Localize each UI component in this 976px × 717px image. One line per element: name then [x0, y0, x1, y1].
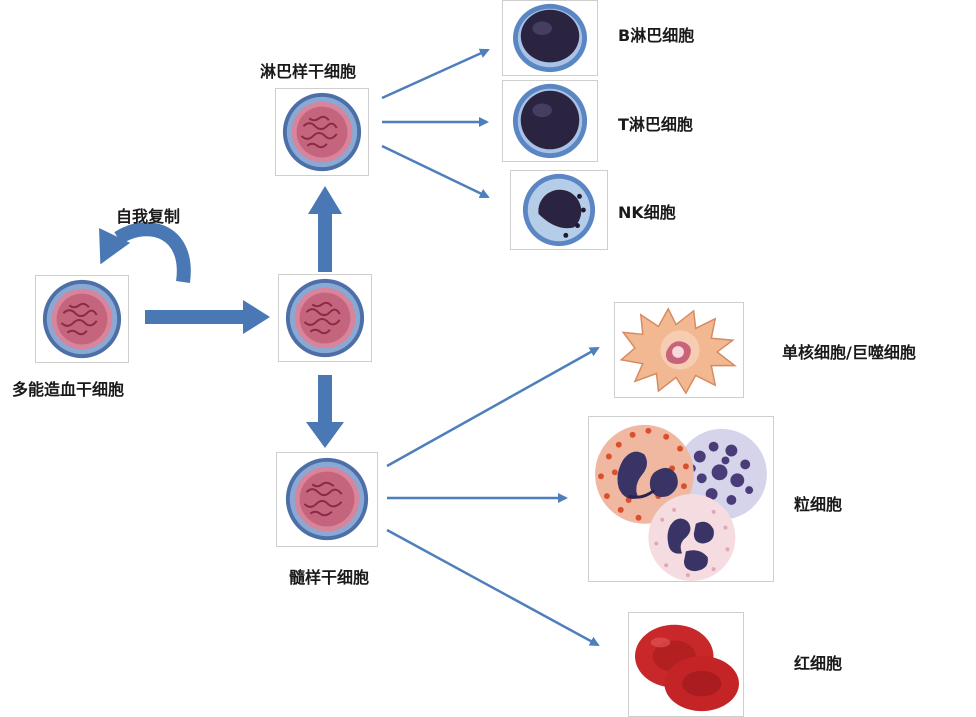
erythrocyte-image [628, 612, 744, 717]
self-renewal-arrow [114, 222, 191, 283]
myeloid-stem-cell-image [276, 452, 378, 547]
lymphoid-stem-label: 淋巴样干细胞 [260, 62, 357, 81]
lymphoid-to-nk-arrow [381, 144, 490, 199]
hsc-label: 多能造血干细胞 [12, 380, 125, 399]
monocyte-label: 单核细胞/巨噬细胞 [782, 343, 916, 362]
lymphoid-to-b-arrow [381, 48, 490, 100]
myeloid-to-monocyte-arrow [386, 346, 600, 468]
granulocyte-image [588, 416, 774, 582]
t-cell-label: T淋巴细胞 [618, 115, 693, 134]
myeloid-to-erythrocyte-arrow [386, 528, 600, 647]
hsc-to-stem-arrow [145, 300, 270, 334]
b-cell-image [502, 0, 598, 76]
t-cell-image [502, 80, 598, 162]
myeloid-stem-label: 髓样干细胞 [289, 568, 370, 587]
stem-to-myeloid-arrow [306, 375, 344, 448]
nk-cell-label: NK细胞 [618, 203, 676, 222]
self-renewal-label: 自我复制 [116, 207, 181, 226]
nk-cell-image [510, 170, 608, 250]
lymphoid-stem-cell-image [275, 88, 369, 176]
b-cell-label: B淋巴细胞 [618, 26, 695, 45]
stem-to-lymphoid-arrow [308, 186, 342, 272]
common-stem-cell-image [278, 274, 372, 362]
erythrocyte-label: 红细胞 [794, 654, 843, 673]
monocyte-macrophage-image [614, 302, 744, 398]
hsc-cell-image [35, 275, 129, 363]
granulocyte-label: 粒细胞 [794, 495, 843, 514]
